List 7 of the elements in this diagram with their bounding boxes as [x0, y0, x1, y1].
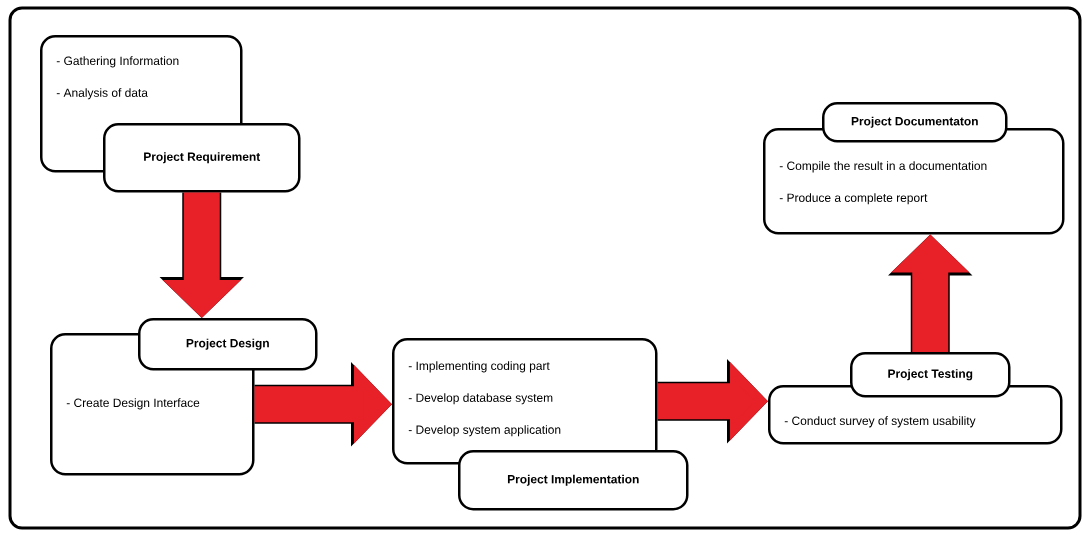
title-box: Project Requirement — [103, 123, 301, 193]
process-box: - Implementing coding part - Develop database system - Develop system application — [392, 338, 658, 465]
process-box: - Compile the result in a documentation - Produce a complete report — [763, 128, 1065, 235]
title-box: Project Testing — [850, 352, 1011, 398]
title-box: Project Implementation — [458, 450, 689, 511]
title-box: Project Design — [138, 318, 318, 371]
title-box: Project Documentaton — [822, 102, 1008, 143]
